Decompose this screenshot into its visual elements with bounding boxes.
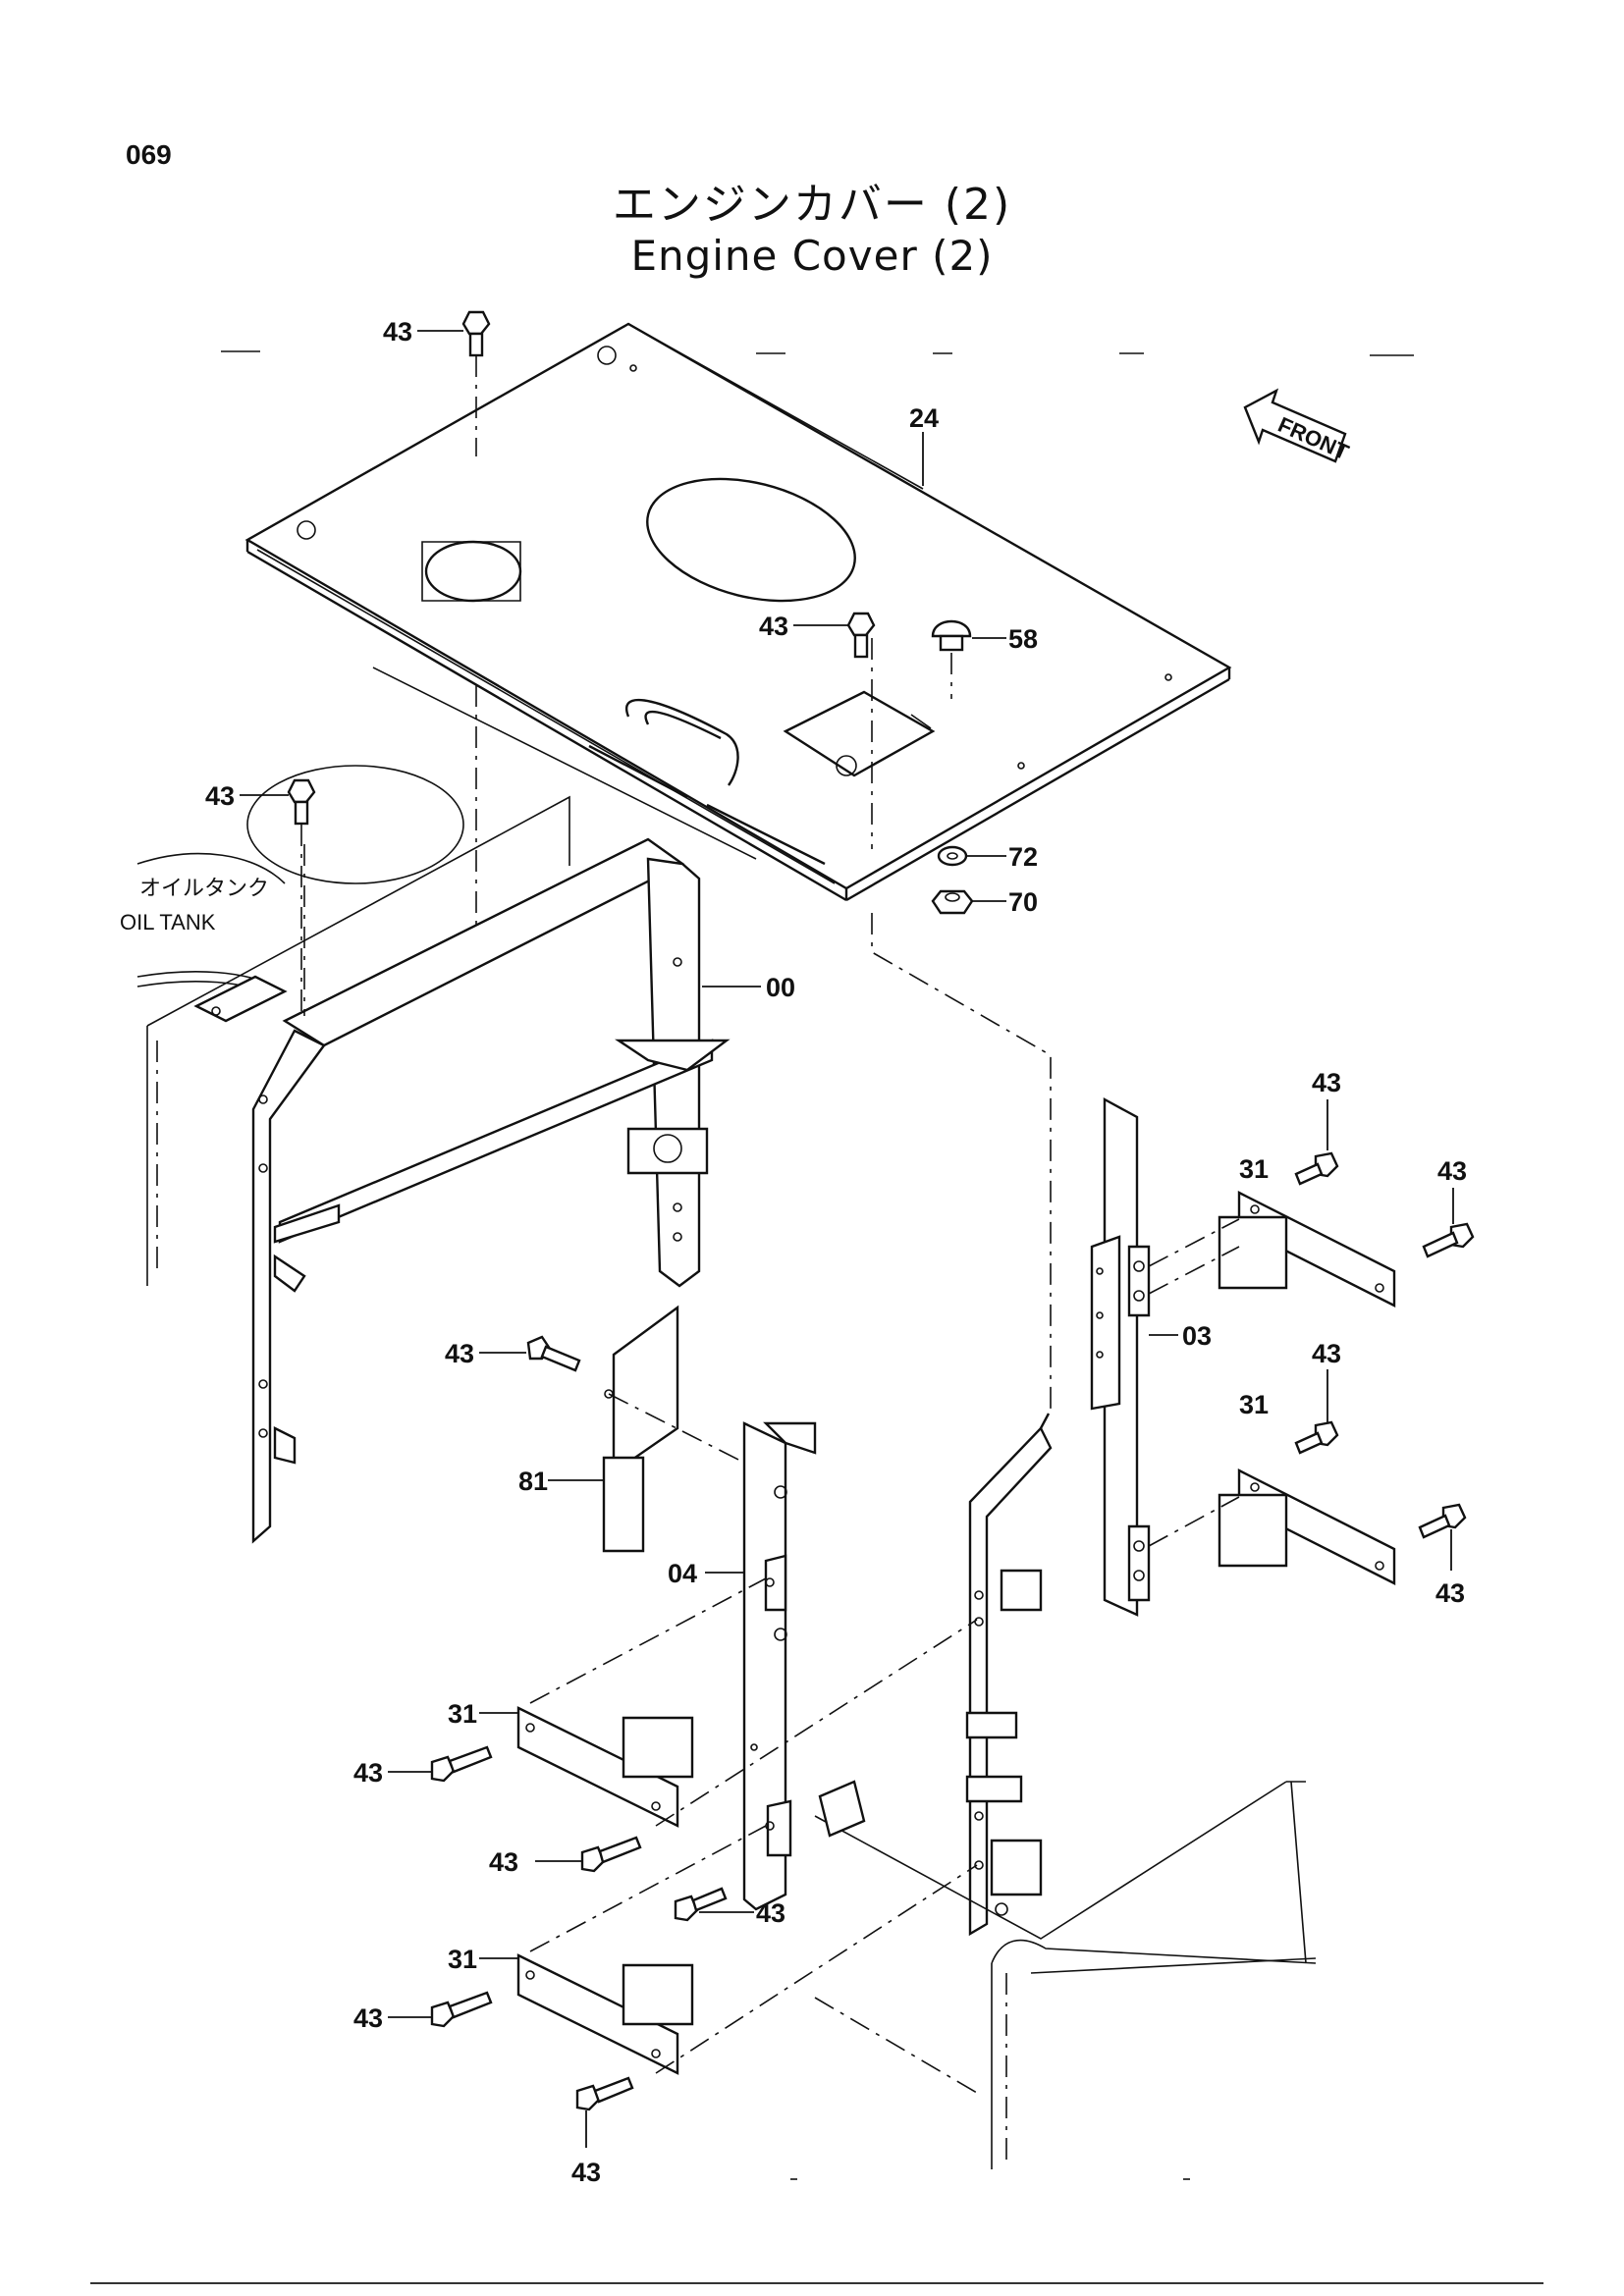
bolt-43-center-low — [674, 1887, 728, 1922]
oil-tank — [136, 667, 757, 1286]
callout-43-lower-left-b: 43 — [489, 1847, 518, 1877]
lower-right-frame — [965, 1413, 1053, 1937]
callout-24: 24 — [909, 403, 939, 433]
oil-tank-label-english: OIL TANK — [120, 910, 216, 934]
bolt-43-right-upper-a — [1294, 1151, 1339, 1186]
callout-43-lower-left-a: 43 — [353, 1758, 383, 1788]
callout-43-right-upper-a: 43 — [1312, 1068, 1341, 1097]
center-stay-04 — [742, 1421, 817, 1911]
callout-04: 04 — [668, 1559, 697, 1588]
page-title-japanese: エンジンカバー (2) — [612, 180, 1012, 230]
callout-43-bottom: 43 — [571, 2158, 601, 2187]
page-number: 069 — [126, 139, 172, 170]
engine-cover-plate — [244, 322, 1232, 902]
counterweight-body — [814, 1781, 1317, 2169]
bracket-81 — [602, 1305, 745, 1553]
bolt-43-lower-left-b — [580, 1836, 642, 1873]
callout-03: 03 — [1182, 1321, 1212, 1351]
callout-43-top: 43 — [383, 317, 412, 347]
rubber-cap-58 — [931, 619, 972, 699]
bolt-43-top — [461, 310, 491, 456]
page-bottom-rule — [90, 2282, 1543, 2284]
callout-43-right-upper-b: 43 — [1437, 1156, 1467, 1186]
callout-43-left: 43 — [205, 781, 235, 811]
bracket-31-middle-left — [516, 1577, 978, 1828]
callout-43-81-bracket: 43 — [445, 1339, 474, 1368]
bolt-43-right-lower-a — [1294, 1420, 1339, 1455]
callout-43-cover-center: 43 — [759, 612, 788, 641]
callout-43-lower-left-c: 43 — [353, 2003, 383, 2033]
callout-70: 70 — [1008, 887, 1038, 917]
bracket-31-lower-left — [516, 1825, 978, 2075]
bolt-43-left — [287, 778, 316, 1016]
bolt-43-lower-left-c — [430, 1991, 493, 2028]
callout-72: 72 — [1008, 842, 1038, 872]
bolt-43-right-upper-b — [1422, 1222, 1475, 1258]
callout-31-lower-left: 31 — [448, 1945, 477, 1974]
callout-81: 81 — [518, 1467, 548, 1496]
callout-31-middle-left: 31 — [448, 1699, 477, 1729]
retaining-clip — [818, 1780, 866, 1838]
callout-31-upper-right: 31 — [1239, 1154, 1269, 1184]
callout-43-right-lower-a: 43 — [1312, 1339, 1341, 1368]
main-support-frame — [251, 837, 731, 1544]
right-upright-03 — [1090, 1096, 1151, 1617]
bolt-43-81-bracket — [526, 1335, 581, 1372]
callout-00: 00 — [766, 973, 795, 1002]
bolt-43-lower-left-a — [430, 1745, 493, 1783]
callout-43-right-lower-b: 43 — [1435, 1578, 1465, 1608]
bolt-43-right-lower-b — [1418, 1503, 1467, 1539]
callout-58: 58 — [1008, 624, 1038, 654]
bracket-31-lower-right — [1148, 1468, 1396, 1585]
bolt-43-bottom — [575, 2076, 634, 2111]
bracket-31-upper-right — [1148, 1191, 1396, 1308]
callout-31-lower-right: 31 — [1239, 1390, 1269, 1419]
page-title-english: Engine Cover (2) — [630, 232, 994, 280]
washer-72 — [937, 845, 968, 867]
nut-70 — [931, 889, 974, 915]
callout-43-center-low: 43 — [756, 1898, 785, 1928]
oil-tank-label-japanese: オイルタンク — [139, 876, 269, 900]
front-arrow-icon: FRONT — [1243, 388, 1353, 465]
